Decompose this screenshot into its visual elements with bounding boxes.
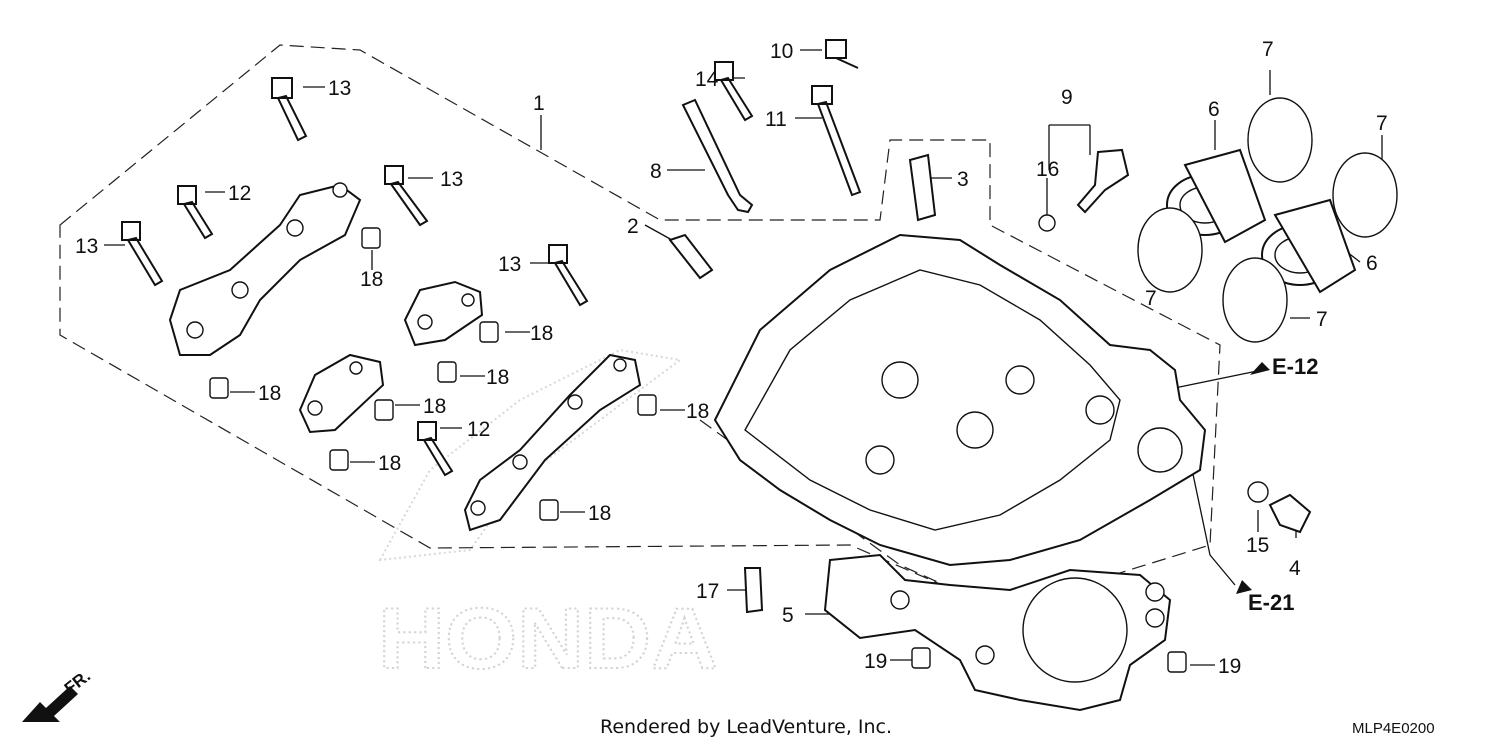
camshaft-holder-mid-upper <box>403 280 484 347</box>
callout-18-c: 18 <box>486 366 509 389</box>
callout-6-lower: 6 <box>1366 252 1378 275</box>
render-credit: Rendered by LeadVenture, Inc. <box>600 716 893 738</box>
sealing-washer <box>1247 481 1269 503</box>
front-direction-arrow: FR. <box>22 666 94 722</box>
stud-bolt <box>743 567 764 614</box>
sleeve-tube <box>908 153 937 222</box>
callout-labels: 1 2 3 4 5 6 6 7 7 7 7 8 9 10 11 12 12 13… <box>75 38 1388 678</box>
leader-lines <box>104 49 1383 666</box>
callout-14: 14 <box>695 68 719 91</box>
callout-18-b: 18 <box>530 322 553 345</box>
callout-13-left: 13 <box>75 235 98 258</box>
callout-12-lower: 12 <box>467 418 490 441</box>
valve-guide-pin <box>668 233 714 280</box>
callout-7-bottom: 7 <box>1316 308 1328 331</box>
footer: Rendered by LeadVenture, Inc. MLP4E0200 <box>0 716 1500 746</box>
e21-arrow <box>1236 580 1252 594</box>
o-ring-small <box>1038 214 1056 232</box>
callout-7-top: 7 <box>1262 38 1274 61</box>
callout-7-left: 7 <box>1145 287 1157 310</box>
callout-2: 2 <box>627 215 639 238</box>
camshaft-holder-right <box>463 353 642 532</box>
callout-4: 4 <box>1289 557 1301 580</box>
bolts <box>121 39 862 477</box>
camshaft-holder-left <box>168 182 362 356</box>
callout-19-left: 19 <box>864 650 887 673</box>
callout-18-d: 18 <box>258 382 281 405</box>
spark-plug <box>681 98 754 214</box>
diagram-code: MLP4E0200 <box>1352 720 1435 737</box>
watermark-text: HONDA <box>378 591 718 687</box>
callout-16: 16 <box>1036 158 1059 181</box>
cylinder-head-gasket <box>823 553 1172 712</box>
callout-18-e: 18 <box>423 395 446 418</box>
callout-7-right: 7 <box>1376 112 1388 135</box>
callout-12-upper: 12 <box>228 182 251 205</box>
drain-plug-bolt <box>1268 493 1312 534</box>
honda-watermark: HONDA <box>377 348 719 688</box>
callout-9: 9 <box>1061 86 1073 109</box>
callout-15: 15 <box>1246 534 1269 557</box>
reference-e21: E-21 <box>1248 590 1294 615</box>
callout-5: 5 <box>782 604 794 627</box>
callout-13-right: 13 <box>498 253 521 276</box>
e12-arrow <box>1250 362 1270 375</box>
callout-19-right: 19 <box>1218 655 1241 678</box>
camshaft-holder-group-outline <box>59 44 1221 611</box>
cylinder-head <box>713 233 1207 567</box>
callout-13-mid: 13 <box>440 168 463 191</box>
callout-18-a: 18 <box>360 268 383 291</box>
camshaft-holder-mid-lower <box>298 353 385 434</box>
callout-10: 10 <box>770 40 793 63</box>
callout-11: 11 <box>765 108 787 131</box>
temperature-sensor <box>1076 148 1130 214</box>
callout-3: 3 <box>957 168 969 191</box>
reference-e12: E-12 <box>1272 354 1318 379</box>
callout-18-h: 18 <box>588 502 611 525</box>
callout-18-g: 18 <box>686 400 709 423</box>
callout-6-upper: 6 <box>1208 98 1220 121</box>
callout-1: 1 <box>533 92 545 115</box>
callout-17: 17 <box>696 580 719 603</box>
callout-8: 8 <box>650 160 662 183</box>
hose-clamps <box>1137 97 1398 343</box>
dowel-pins <box>209 227 1187 673</box>
callout-13-top: 13 <box>328 77 351 100</box>
callout-18-f: 18 <box>378 452 401 475</box>
